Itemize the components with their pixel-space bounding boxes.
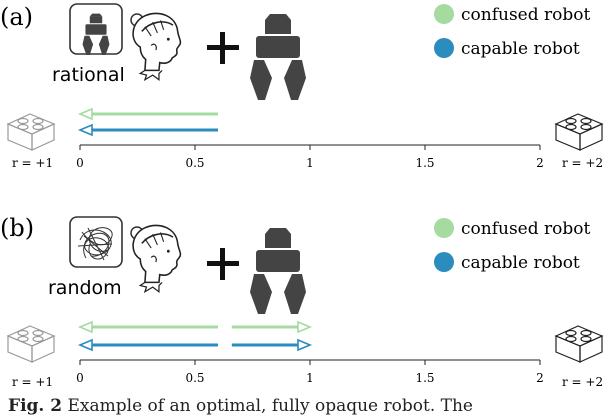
robot-gripper-icon [250,14,306,100]
axis-tick-label: 0.5 [185,371,204,385]
axis-tick-label: 0.5 [185,156,204,170]
axis-tick-label: 1.5 [415,156,434,170]
plus-icon [207,32,239,64]
mode-label-rational: rational [52,64,125,86]
mode-label-random: random [48,277,122,299]
arrows [77,107,218,137]
panel-a-tag: (a) [0,3,33,31]
figure-caption: Fig. 2 Example of an optimal, fully opaq… [0,396,608,420]
arrow-confused [77,320,218,334]
panel-a: (a) rational confused robot capable robo… [0,3,603,170]
arrow-capable [231,338,313,352]
legend-swatch-confused [434,4,454,24]
caption-prefix: Fig. 2 [8,396,63,416]
arrow-capable [77,123,218,137]
reward-left: r = +1 [12,156,53,170]
caption-text: Example of an optimal, fully opaque robo… [67,396,473,416]
arrows [77,320,313,352]
lego-brick-icon [555,113,603,151]
lego-brick-icon [555,325,603,363]
arrow-confused [77,107,218,121]
axis-tick-label: 2 [536,156,544,170]
plus-icon [207,248,239,280]
legend-swatch-confused [434,218,454,238]
legend-label-capable: capable robot [461,253,580,273]
legend-label-capable: capable robot [461,39,580,59]
axis-tick-label: 2 [536,371,544,385]
figure: (a) rational confused robot capable robo… [0,3,603,389]
axis-tick-label: 0 [76,371,84,385]
reward-left: r = +1 [12,375,53,389]
arrow-confused [231,320,313,334]
axis: 0 0.5 1 1.5 2 [76,359,544,385]
panel-b: (b) random confused robot capable robot [0,214,603,389]
axis-tick-label: 0 [76,156,84,170]
reward-right: r = +2 [562,156,603,170]
lego-brick-icon [7,325,55,363]
panel-b-tag: (b) [0,214,34,242]
axis-tick-label: 1.5 [415,371,434,385]
human-head-icon [132,224,182,293]
lego-brick-icon [7,113,55,151]
axis: 0 0.5 1 1.5 2 [76,144,544,170]
arrow-capable [77,338,218,352]
reward-right: r = +2 [562,375,603,389]
human-head-icon [132,12,182,81]
scribble-icon [77,227,113,261]
axis-tick-label: 1 [306,156,314,170]
axis-tick-label: 1 [306,371,314,385]
legend-label-confused: confused robot [461,5,590,25]
legend-swatch-capable [434,252,454,272]
robot-gripper-icon [250,228,306,314]
legend-label-confused: confused robot [461,219,590,239]
legend-swatch-capable [434,38,454,58]
